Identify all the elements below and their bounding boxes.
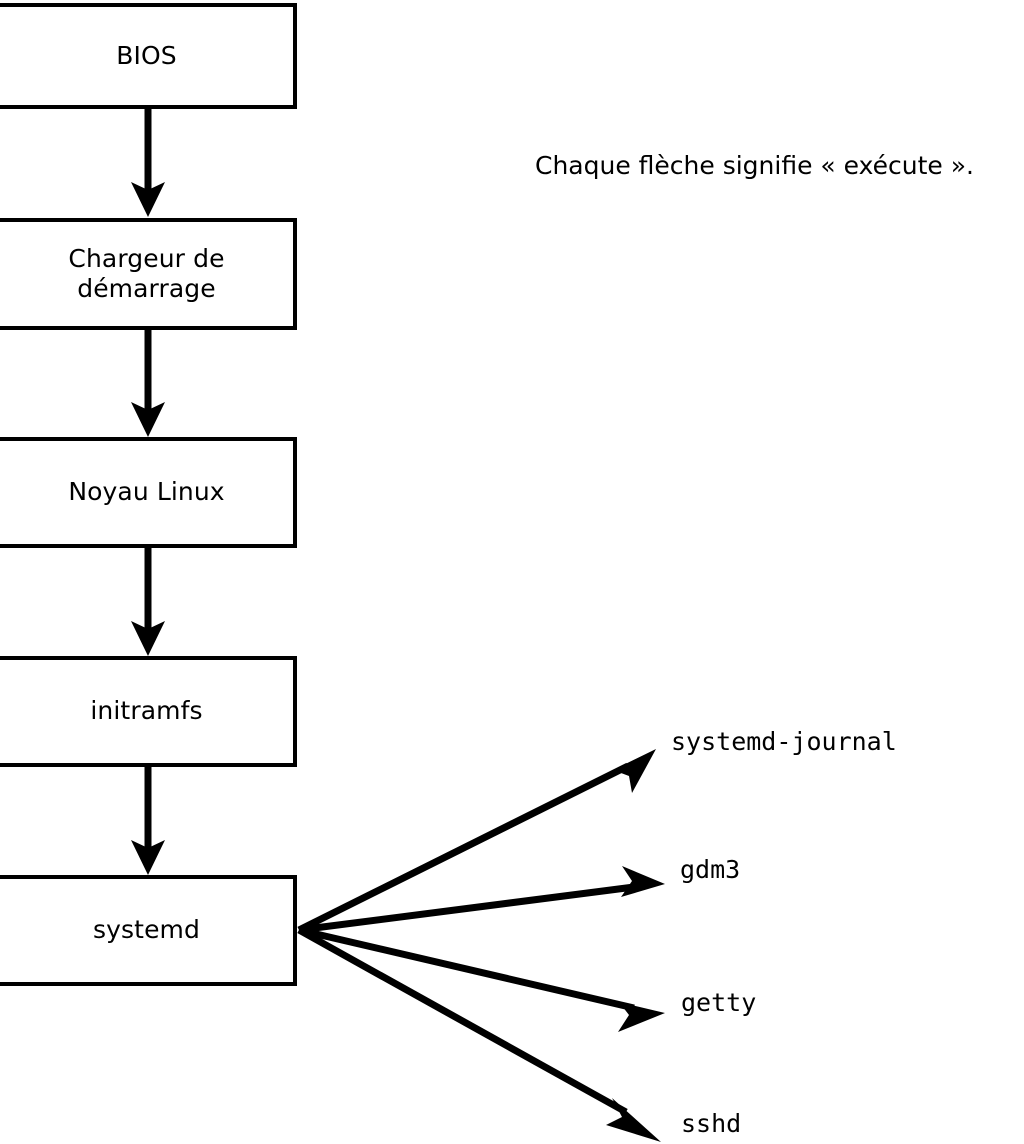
node-label-bios: BIOS: [116, 40, 177, 70]
service-label-sshd[interactable]: sshd: [681, 1109, 742, 1138]
arrow-initramfs-to-systemd: [131, 767, 165, 875]
diagram-caption: Chaque flèche signifie « exécute ».: [535, 151, 974, 180]
arrow-bios-to-bootloader: [131, 108, 165, 217]
service-label-getty[interactable]: getty: [681, 988, 757, 1017]
node-label-initramfs: initramfs: [90, 696, 203, 726]
service-label-systemd-journal[interactable]: systemd-journal: [671, 727, 897, 756]
node-box-initramfs[interactable]: initramfs: [0, 656, 297, 767]
node-box-bootloader[interactable]: Chargeur de démarrage: [0, 218, 297, 330]
arrow-kernel-to-initramfs: [131, 548, 165, 656]
node-label-bootloader: Chargeur de démarrage: [68, 243, 225, 304]
node-box-systemd[interactable]: systemd: [0, 875, 297, 986]
arrow-bootloader-to-kernel: [131, 330, 165, 437]
node-box-bios[interactable]: BIOS: [0, 3, 297, 109]
arrow-systemd-to-getty: [298, 926, 665, 1032]
arrow-systemd-to-gdm3: [298, 866, 665, 934]
arrow-systemd-to-systemd-journal: [297, 749, 656, 934]
service-label-gdm3[interactable]: gdm3: [680, 855, 741, 884]
arrow-systemd-to-sshd: [297, 926, 661, 1142]
node-label-kernel: Noyau Linux: [68, 477, 225, 507]
node-label-systemd: systemd: [93, 915, 200, 945]
node-box-kernel[interactable]: Noyau Linux: [0, 437, 297, 548]
